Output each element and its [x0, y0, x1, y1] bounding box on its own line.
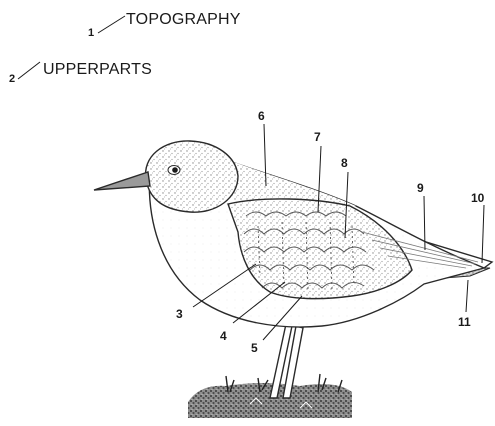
heading-upperparts-number: 2	[9, 73, 15, 85]
callout-10: 10	[471, 191, 485, 205]
heading-topography-number: 1	[88, 27, 94, 39]
callout-4: 4	[220, 329, 227, 343]
heading-topography-leader	[98, 16, 125, 33]
eye	[168, 166, 180, 175]
callout-5: 5	[251, 341, 258, 355]
bird-head	[146, 141, 238, 212]
leader-10	[482, 205, 484, 263]
bird-bill	[94, 172, 150, 190]
callout-7: 7	[314, 130, 321, 144]
heading-topography: 1 TOPOGRAPHY	[88, 11, 241, 39]
heading-upperparts-label: UPPERPARTS	[43, 61, 152, 78]
callout-11: 11	[458, 315, 471, 329]
callout-9: 9	[417, 181, 424, 195]
heading-topography-label: TOPOGRAPHY	[126, 11, 241, 28]
callout-6: 6	[258, 109, 265, 123]
heading-upperparts: 2 UPPERPARTS	[9, 61, 152, 85]
heading-upperparts-leader	[18, 62, 40, 79]
callout-3: 3	[176, 307, 183, 321]
callout-8: 8	[341, 156, 348, 170]
ground-patch	[188, 383, 352, 418]
leader-11	[466, 280, 468, 312]
